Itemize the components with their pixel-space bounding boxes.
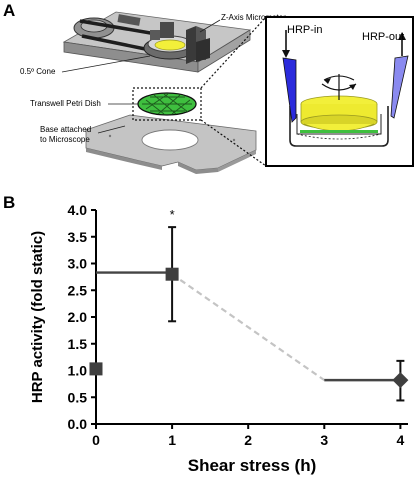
annotations: * [170,207,175,222]
y-tick-label: 3.0 [68,256,88,272]
y-tick-label: 1.5 [68,336,88,352]
zoom-callout [132,16,267,167]
dashed-trend-line [171,273,325,382]
label-base-line1: Base attached [40,125,91,134]
data-markers [89,267,409,389]
inset-detail [265,16,414,167]
significance-marker: * [170,207,175,222]
y-tick-label: 2.0 [68,309,88,325]
hrp-activity-chart: 0.0 0.5 1.0 1.5 2.0 2.5 3.0 3.5 4.0 0 1 2 3 4 * [68,202,409,448]
label-dish: Transwell Petri Dish [30,99,101,108]
data-point-square [165,267,179,281]
data-point-diamond [392,372,409,389]
y-tick-label: 0.0 [68,416,88,432]
panel-a-letter: A [3,1,15,20]
transwell-dish [137,92,197,116]
x-tick-label: 1 [168,432,176,448]
panel-b-letter: B [3,193,15,212]
x-tick-label: 3 [320,432,328,448]
y-axis-title: HRP activity (fold static) [29,231,46,403]
label-cone: 0.5º Cone [20,67,56,76]
y-tick-label: 2.5 [68,282,88,298]
series-lines [96,271,401,382]
x-axis-title: Shear stress (h) [188,456,317,475]
y-tick-label: 1.0 [68,363,88,379]
data-point-square [89,362,103,376]
y-tick-label: 0.5 [68,389,88,405]
label-base-line2: to Microscope [40,135,90,144]
label-hrp-in: HRP-in [287,24,322,36]
device-illustration [61,11,267,174]
label-micrometer: Z-Axis Micrometer [221,13,286,22]
micrometer-blocks [150,22,210,64]
y-tick-label: 4.0 [68,202,88,218]
y-ticks: 0.0 0.5 1.0 1.5 2.0 2.5 3.0 3.5 4.0 [68,202,96,432]
x-tick-label: 4 [396,432,404,448]
cone-housing [143,35,197,60]
base-plate [85,114,257,174]
x-tick-label: 2 [244,432,252,448]
error-bars [168,226,405,402]
x-ticks: 0 1 2 3 4 [92,424,404,448]
y-tick-label: 3.5 [68,229,88,245]
x-tick-label: 0 [92,432,100,448]
label-hrp-out: HRP-out [362,31,404,43]
